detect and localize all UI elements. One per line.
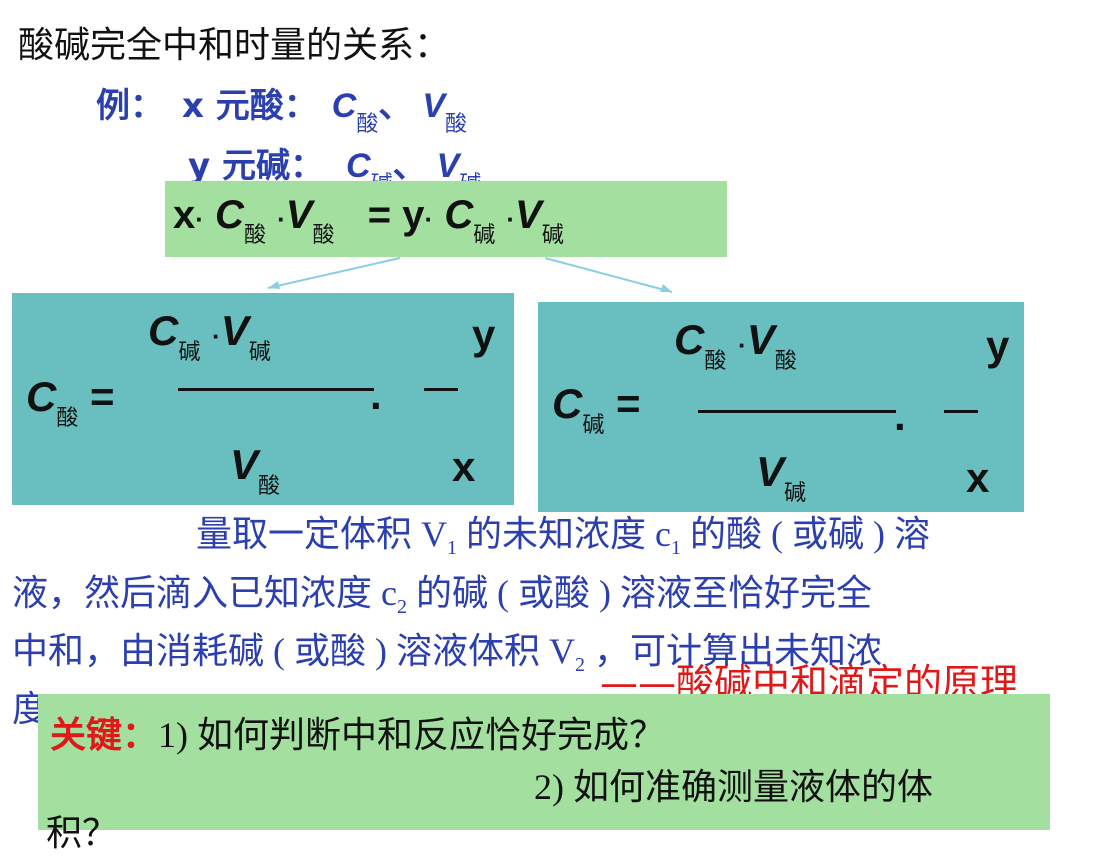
ratio-bar bbox=[944, 410, 978, 413]
arrow-left bbox=[267, 257, 401, 289]
fraction-bar bbox=[178, 388, 374, 391]
denominator: V碱 bbox=[756, 448, 807, 505]
example-base-line: y 元碱：C碱、V碱 bbox=[188, 146, 481, 197]
key-question-2-cont: 积？ bbox=[46, 813, 119, 853]
key-question-1: 关键：1) 如何判断中和反应恰好完成？ bbox=[50, 715, 666, 755]
base-prefix: y 元碱： bbox=[188, 146, 324, 186]
formula-base-concentration: C酸 ·V酸 y C碱 = . V碱 x bbox=[538, 302, 1024, 512]
ratio-denominator: x bbox=[966, 454, 990, 501]
paragraph-line-2: 液，然后滴入已知浓度 c2 的碱 ( 或酸 ) 溶液至恰好完全 bbox=[12, 573, 872, 619]
ratio-bar bbox=[424, 388, 458, 391]
equation-box: x· C酸 ·V酸 = y· C碱 ·V碱 bbox=[165, 181, 727, 257]
fraction-bar bbox=[698, 410, 896, 413]
paragraph-line-1: 量取一定体积 V1 的未知浓度 c1 的酸 ( 或碱 ) 溶 bbox=[196, 514, 930, 560]
example-acid-line: 例：x 元酸：C酸、V酸 bbox=[96, 86, 468, 137]
key-label: 关键： bbox=[50, 715, 159, 755]
lhs: C碱 = bbox=[552, 380, 641, 437]
example-label: 例： bbox=[96, 86, 164, 126]
numerator: C酸 ·V酸 bbox=[674, 316, 797, 373]
paragraph-line-3: 中和，由消耗碱 ( 或酸 ) 溶液体积 V2 ，可计算出未知浓 bbox=[12, 631, 882, 677]
key-box: 关键：1) 如何判断中和反应恰好完成？ 2) 如何准确测量液体的体 积？ bbox=[38, 694, 1050, 853]
numerator: C碱 ·V碱 bbox=[148, 307, 271, 364]
arrows bbox=[267, 257, 673, 293]
ratio-numerator: y bbox=[472, 311, 496, 358]
arrow-left-head bbox=[268, 281, 280, 289]
period: . bbox=[370, 371, 382, 418]
formula-acid-concentration: C碱 ·V碱 y C酸 = . V酸 x bbox=[12, 293, 514, 505]
ratio-numerator: y bbox=[986, 322, 1010, 369]
arrow-right-head bbox=[660, 284, 672, 292]
arrow-right bbox=[544, 257, 673, 293]
ratio-denominator: x bbox=[452, 443, 476, 490]
period: . bbox=[894, 392, 906, 439]
denominator: V酸 bbox=[230, 441, 281, 498]
neutralization-equation: x· C酸 ·V酸 = y· C碱 ·V碱 bbox=[173, 193, 564, 247]
slide-title: 酸碱完全中和时量的关系： bbox=[18, 25, 451, 66]
acid-prefix: x 元酸： bbox=[182, 86, 318, 126]
key-question-2: 2) 如何准确测量液体的体 bbox=[534, 767, 933, 807]
lhs: C酸 = bbox=[26, 373, 115, 430]
